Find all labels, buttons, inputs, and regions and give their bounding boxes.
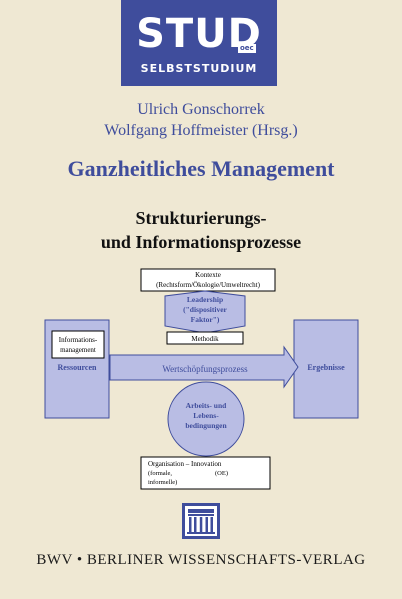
- organisation-detail-3: informelle): [148, 479, 177, 486]
- subtitle-line-2: und Informationsprozesse: [100, 232, 302, 252]
- subtitle-line-1: Strukturierungs-: [135, 208, 267, 228]
- arbeit-label-1: Arbeits- und: [186, 401, 227, 410]
- publisher-name: BWV • BERLINER WISSENSCHAFTS-VERLAG: [36, 552, 366, 568]
- book-subtitle: Strukturierungs- und Informationsprozess…: [0, 206, 402, 254]
- arbeit-label-2: Lebens-: [193, 411, 219, 420]
- methodik-label: Methodik: [191, 335, 219, 343]
- stud-logo: STUD oec SELBSTSTUDIUM: [121, 0, 277, 86]
- leadership-label: Leadership: [187, 295, 223, 304]
- organisation-box: [140, 456, 271, 490]
- authors: Ulrich Gonschorrek Wolfgang Hoffmeister …: [0, 99, 402, 141]
- arbeit-label-3: bedingungen: [185, 421, 227, 430]
- ergebnisse-label: Ergebnisse: [307, 363, 345, 372]
- leadership-detail-2: Faktor"): [191, 315, 220, 324]
- logo-badge: oec: [238, 44, 256, 53]
- leadership-detail-1: ("dispositiver: [183, 305, 227, 314]
- logo-sub-text: SELBSTSTUDIUM: [140, 62, 258, 75]
- management-diagram: Kontexte (Rechtsform/Ökologie/Umweltrech…: [44, 268, 359, 490]
- book-title: Ganzheitliches Management: [67, 156, 335, 181]
- methodik-box: [166, 331, 244, 345]
- author-1: Ulrich Gonschorrek: [137, 101, 265, 118]
- wertschoepfung-label: Wertschöpfungsprozess: [162, 364, 248, 374]
- informationsmanagement-box: [51, 330, 105, 359]
- organisation-label: Organisation – Innovation: [148, 460, 222, 468]
- ressourcen-label: Ressourcen: [58, 363, 98, 372]
- organisation-detail-1: (formale,: [148, 470, 172, 477]
- kontexte-label: Kontexte: [195, 271, 221, 279]
- wertschoepfung-arrow: [109, 345, 299, 389]
- ergebnisse-box: [293, 319, 359, 419]
- kontexte-detail: (Rechtsform/Ökologie/Umweltrecht): [156, 281, 260, 289]
- brandenburg-gate-icon: [182, 503, 220, 539]
- organisation-detail-2: (OE): [215, 470, 228, 477]
- author-2: Wolfgang Hoffmeister (Hrsg.): [104, 122, 298, 139]
- arbeitsbedingungen-circle: [167, 381, 245, 457]
- informationsmanagement-label-2: management: [60, 346, 96, 354]
- informationsmanagement-label-1: Informations-: [59, 336, 98, 344]
